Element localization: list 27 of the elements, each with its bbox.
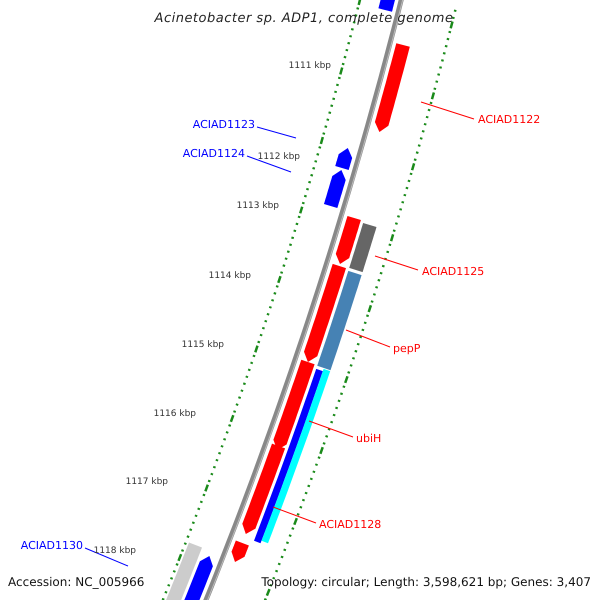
leader-line — [256, 126, 296, 138]
leader-line — [346, 330, 390, 348]
genome-summary: Topology: circular; Length: 3,598,621 bp; Genes: 3,407 — [261, 576, 591, 588]
gene-label: ACIAD1122 — [478, 114, 540, 124]
accession-note: Accession: NC_005966 — [8, 576, 144, 588]
gene-label: ACIAD1123 — [192, 118, 255, 130]
gene-label: ACIAD1124 — [182, 148, 245, 158]
scale-label: 1114 kbp — [208, 272, 251, 280]
gene-label: ubiH — [356, 432, 382, 444]
scale-label: 1118 kbp — [94, 546, 136, 556]
leader-line — [308, 420, 354, 438]
leader-line — [84, 548, 128, 566]
leader-line — [272, 506, 316, 524]
scale-label: 1112 kbp — [258, 152, 300, 162]
scale-label: 1117 kbp — [126, 478, 168, 486]
scale-label: 1115 kbp — [182, 340, 224, 350]
leader-line — [246, 156, 292, 172]
leader-line — [374, 256, 418, 270]
scale-label: 1113 kbp — [236, 202, 279, 210]
gene-label: ACIAD1128 — [319, 518, 382, 530]
scale-label: 1116 kbp — [154, 410, 196, 418]
gene-label: ACIAD1130 — [20, 540, 83, 550]
gene-label: pepP — [393, 342, 420, 354]
scale-label: 1111 kbp — [288, 62, 331, 70]
gene-label: ACIAD1125 — [422, 266, 484, 276]
leader-line — [420, 102, 474, 120]
title: Acinetobacter sp. ADP1, complete genome — [154, 12, 454, 24]
